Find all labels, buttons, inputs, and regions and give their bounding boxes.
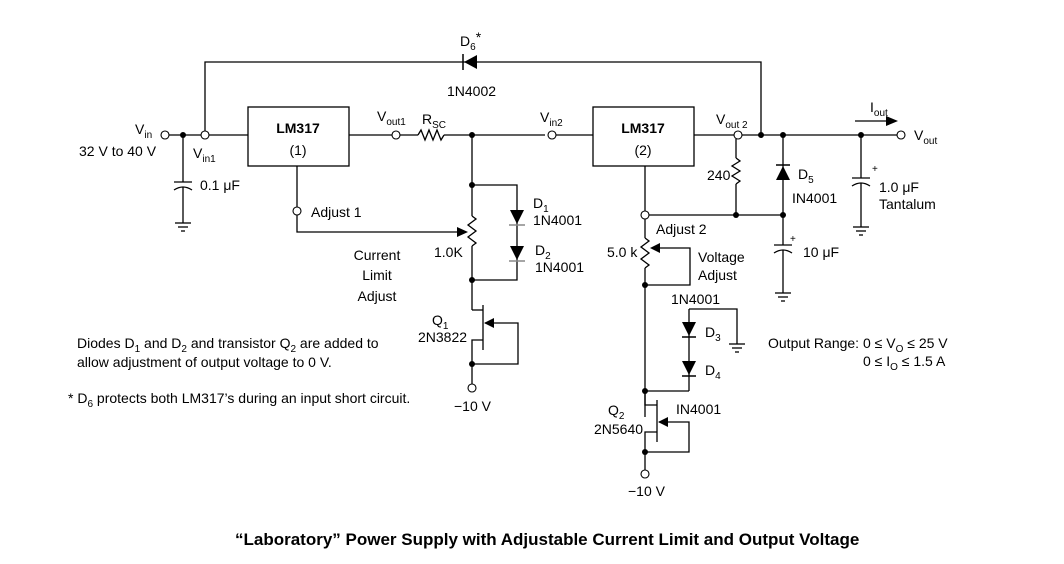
lm317-1-index: (1) — [289, 142, 306, 158]
d1-part: 1N4001 — [533, 212, 582, 228]
iout-arrow — [855, 116, 898, 126]
output-range-current: 0 ≤ IO ≤ 1.5 A — [863, 353, 946, 373]
neg10v-terminal-2 — [640, 469, 650, 479]
vin2-terminal — [547, 130, 557, 140]
adjust-cap-polarity: + — [790, 234, 796, 245]
d2-ref: D2 — [535, 242, 551, 262]
vin2-label: Vin2 — [540, 109, 563, 129]
adjust-cap-value: 10 μF — [803, 244, 839, 260]
q1-part: 2N3822 — [418, 329, 467, 345]
diode-d2 — [509, 246, 525, 262]
vout1-label: Vout1 — [377, 108, 406, 128]
adjust-capacitor — [773, 215, 793, 302]
input-cap-value: 0.1 μF — [200, 177, 240, 193]
pot2-label-1: Voltage — [698, 249, 745, 265]
d6-ref: D6* — [460, 29, 482, 53]
pot1-label-2: Limit — [362, 267, 392, 283]
adjust2-label: Adjust 2 — [656, 221, 707, 237]
d4-ref: D4 — [705, 362, 721, 382]
d3-ref: D3 — [705, 324, 721, 344]
adjust1-terminal — [292, 206, 302, 216]
diode-d6 — [462, 54, 477, 70]
d5-ref: D5 — [798, 166, 814, 186]
pot1-resistor — [466, 215, 478, 247]
pot2-wiper-arrow — [650, 243, 660, 253]
diode-d4 — [682, 361, 696, 377]
pot1-wiper-arrow — [457, 227, 468, 237]
d1-ref: D1 — [533, 195, 549, 215]
lm317-2-box — [592, 106, 695, 167]
vin1-terminal — [200, 130, 210, 140]
lm317-1-box — [247, 106, 350, 167]
lm317-1-name: LM317 — [276, 120, 320, 136]
input-capacitor — [173, 135, 193, 232]
d34-part: 1N4001 — [671, 291, 720, 307]
q2-ref: Q2 — [608, 402, 625, 422]
pot1-label-3: Adjust — [358, 288, 397, 304]
d2-part: 1N4001 — [535, 259, 584, 275]
q1-ref: Q1 — [432, 312, 449, 332]
neg10v-terminal-1 — [467, 383, 477, 393]
adjust1-label: Adjust 1 — [311, 204, 362, 220]
neg10v-label-1: −10 V — [454, 398, 492, 414]
ground-d3 — [729, 343, 745, 353]
diode-d3 — [682, 322, 696, 338]
note-1-line2: allow adjustment of output voltage to 0 … — [77, 354, 332, 370]
pot1-value: 1.0K — [434, 244, 463, 260]
vout-terminal — [896, 130, 906, 140]
output-capacitor — [851, 135, 871, 236]
neg10v-label-2: −10 V — [628, 483, 666, 499]
pot1-label-1: Current — [354, 247, 401, 263]
d6-part: 1N4002 — [447, 83, 496, 99]
output-cap-value: 1.0 μF — [879, 179, 919, 195]
pot2-value: 5.0 k — [607, 244, 638, 260]
rsc-resistor — [417, 128, 445, 142]
vin-label: Vin — [135, 121, 152, 141]
vout2-label: Vout 2 — [716, 111, 748, 131]
vout1-terminal — [391, 130, 401, 140]
q2-extra-label: IN4001 — [676, 401, 721, 417]
vin1-label: Vin1 — [193, 145, 216, 165]
lm317-2-name: LM317 — [621, 120, 665, 136]
r240-value: 240 — [707, 167, 731, 183]
adjust2-terminal — [640, 210, 650, 220]
note-1-line1: Diodes D1 and D2 and transistor Q2 are a… — [77, 335, 379, 355]
diode-d5 — [776, 164, 790, 180]
output-range-label: Output Range: — [768, 335, 859, 351]
note-2: * D6 protects both LM317’s during an inp… — [68, 390, 410, 410]
jfet-q2 — [644, 391, 690, 453]
vin-terminal — [160, 130, 170, 140]
d6-feedback-wire — [204, 61, 762, 135]
d5-part: IN4001 — [792, 190, 837, 206]
vout-label: Vout — [914, 127, 937, 147]
r240-resistor — [730, 157, 742, 185]
diode-d1 — [509, 210, 525, 226]
figure-title: “Laboratory” Power Supply with Adjustabl… — [235, 530, 859, 549]
output-cap-polarity: + — [872, 164, 878, 175]
q2-part: 2N5640 — [594, 421, 643, 437]
vout2-terminal — [733, 130, 743, 140]
pot2-resistor — [639, 237, 651, 269]
output-cap-type: Tantalum — [879, 196, 936, 212]
iout-label: Iout — [870, 99, 888, 119]
pot2-label-2: Adjust — [698, 267, 737, 283]
output-range-voltage: 0 ≤ VO ≤ 25 V — [863, 335, 948, 355]
jfet-q1 — [471, 305, 519, 365]
lm317-2-index: (2) — [634, 142, 651, 158]
vin-range: 32 V to 40 V — [79, 143, 157, 159]
rsc-label: RSC — [422, 111, 446, 131]
